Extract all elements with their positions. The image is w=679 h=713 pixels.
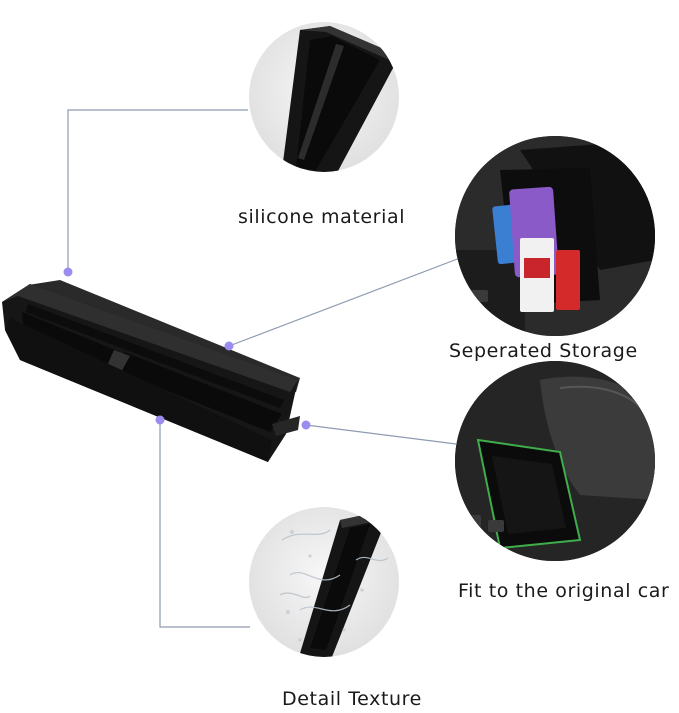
callout-line-storage xyxy=(228,257,461,347)
callout-dot-silicone xyxy=(63,267,73,277)
callout-dot-fit xyxy=(301,420,311,430)
callout-dot-texture xyxy=(155,415,165,425)
callout-lines xyxy=(67,109,461,628)
texture-closeup-circle xyxy=(249,507,399,657)
fit-closeup-circle xyxy=(455,361,655,561)
organizer-tray-image xyxy=(2,280,300,462)
callout-line-texture xyxy=(159,420,250,628)
storage-closeup-circle xyxy=(455,136,655,336)
detail-texture-label: Detail Texture xyxy=(282,688,422,710)
callout-dot-storage xyxy=(224,341,234,351)
silicone-material-label: silicone material xyxy=(238,206,406,228)
callout-line-fit xyxy=(305,424,457,445)
callout-line-silicone xyxy=(67,109,248,272)
silicone-closeup-circle xyxy=(249,22,399,172)
callout-dots xyxy=(63,267,311,430)
separated-storage-label: Seperated Storage xyxy=(449,340,638,362)
fit-original-car-label: Fit to the original car xyxy=(458,580,670,602)
